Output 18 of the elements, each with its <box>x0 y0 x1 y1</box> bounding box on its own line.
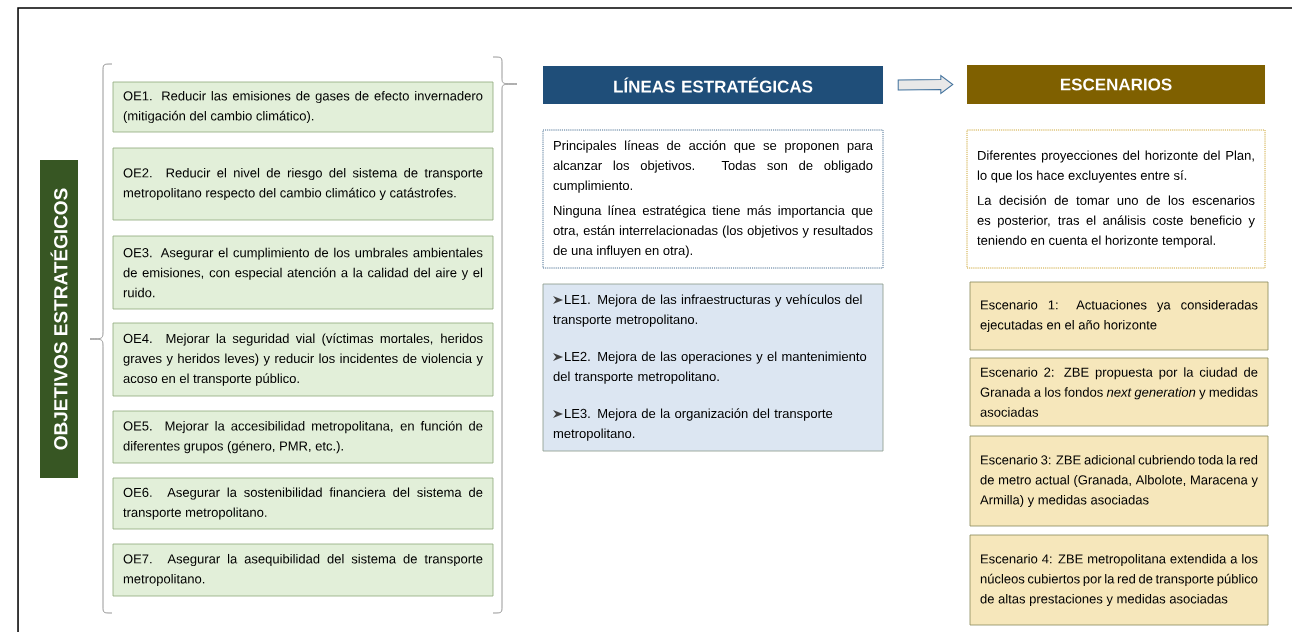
description-box: Principales líneas de acción que se proponen para alcanzar los objetivos. Todas son de obligado cumplimiento. Ninguna línea estratégica tiene más importancia que otra, están interrelacionadas (los objetivos y resultados de una influyen en otra). <box>542 129 884 269</box>
strategic-lines-box: LE1. Mejora de las infraestructuras y vehículos del transporte metropolitano. LE2. Mejora de las operaciones y el mantenimiento del transporte metropolitano. LE3. Mejora de la organización del transporte metropolitano. <box>542 283 884 452</box>
scenario-box: Escenario 1: Actuaciones ya consideradas ejecutadas en el año horizonte <box>969 281 1269 351</box>
objective-box: OE2. Reducir el nivel de riesgo del sistema de transporte metropolitano respecto del cambio climático y catástrofes. <box>112 147 494 221</box>
block-arrow <box>897 75 954 94</box>
scenario-box: Escenario 4: ZBE metropolitana extendida a los núcleos cubiertos por la red de transporte público de altas prestaciones y medidas asociadas <box>969 534 1269 626</box>
objective-box: OE1. Reducir las emisiones de gases de efecto invernadero (mitigación del cambio climático). <box>112 81 494 133</box>
objective-box: OE4. Mejorar la seguridad vial (víctimas mortales, heridos graves y heridos leves) y reducir los incidentes de violencia y acoso en el transporte público. <box>112 322 494 397</box>
scenario-box: Escenario 2: ZBE propuesta por la ciudad de Granada a los fondos next generation y medidas asociadas <box>969 357 1269 427</box>
header-box: ESCENARIOS <box>967 65 1265 104</box>
objectives-band: OBJETIVOS ESTRATÉGICOS <box>40 160 78 478</box>
description-box: Diferentes proyecciones del horizonte del Plan, lo que los hace excluyentes entre sí. La decisión de tomar uno de los escenarios es posterior, tras el análisis coste beneficio y teniendo en cuenta el horizonte temporal. <box>966 129 1266 269</box>
scenario-box: Escenario 3: ZBE adicional cubriendo toda la red de metro actual (Granada, Albolote, Maracena y Armilla) y medidas asociadas <box>969 435 1269 527</box>
objective-box: OE6. Asegurar la sostenibilidad financiera del sistema de transporte metropolitano. <box>112 477 494 530</box>
header-box: LÍNEAS ESTRATÉGICAS <box>543 66 883 104</box>
objective-box: OE5. Mejorar la accesibilidad metropolitana, en función de diferentes grupos (género, PMR, etc.). <box>112 410 494 464</box>
objective-box: OE7. Asegurar la asequibilidad del sistema de transporte metropolitano. <box>112 543 494 597</box>
objective-box: OE3. Asegurar el cumplimiento de los umbrales ambientales de emisiones, con especial atención a la calidad del aire y el ruido. <box>112 235 494 310</box>
